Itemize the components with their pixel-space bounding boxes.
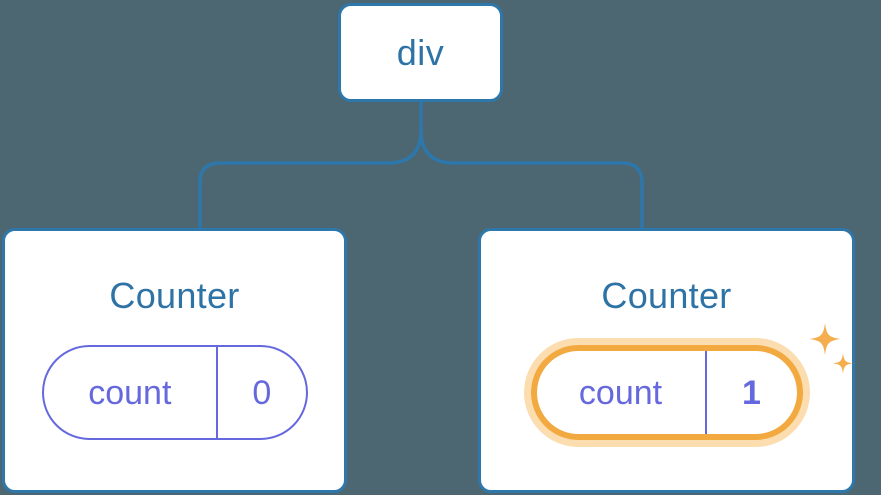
counter-title-left: Counter	[109, 275, 240, 316]
sparkle-icon	[808, 323, 841, 355]
root-node-label: div	[396, 31, 445, 73]
state-pill-divider-left	[216, 347, 219, 438]
state-pill-divider-right	[704, 351, 707, 434]
state-pill-right[interactable]: count 1	[530, 345, 803, 440]
state-value-right: 1	[742, 373, 761, 412]
node-root-div[interactable]: div	[338, 3, 503, 102]
node-counter-left[interactable]: Counter count 0	[2, 228, 347, 493]
sparkle-small-icon	[832, 353, 853, 374]
state-key-left: count	[88, 373, 172, 412]
node-counter-right[interactable]: Counter count 1	[478, 228, 855, 493]
state-pill-wrap-left: count 0	[41, 345, 308, 440]
sparkle-group	[808, 323, 853, 374]
state-key-right: count	[578, 373, 663, 412]
counter-title-right: Counter	[601, 275, 732, 316]
state-value-left: 0	[252, 373, 272, 412]
state-pill-wrap-right: count 1	[530, 323, 853, 440]
state-pill-left[interactable]: count 0	[41, 345, 308, 440]
